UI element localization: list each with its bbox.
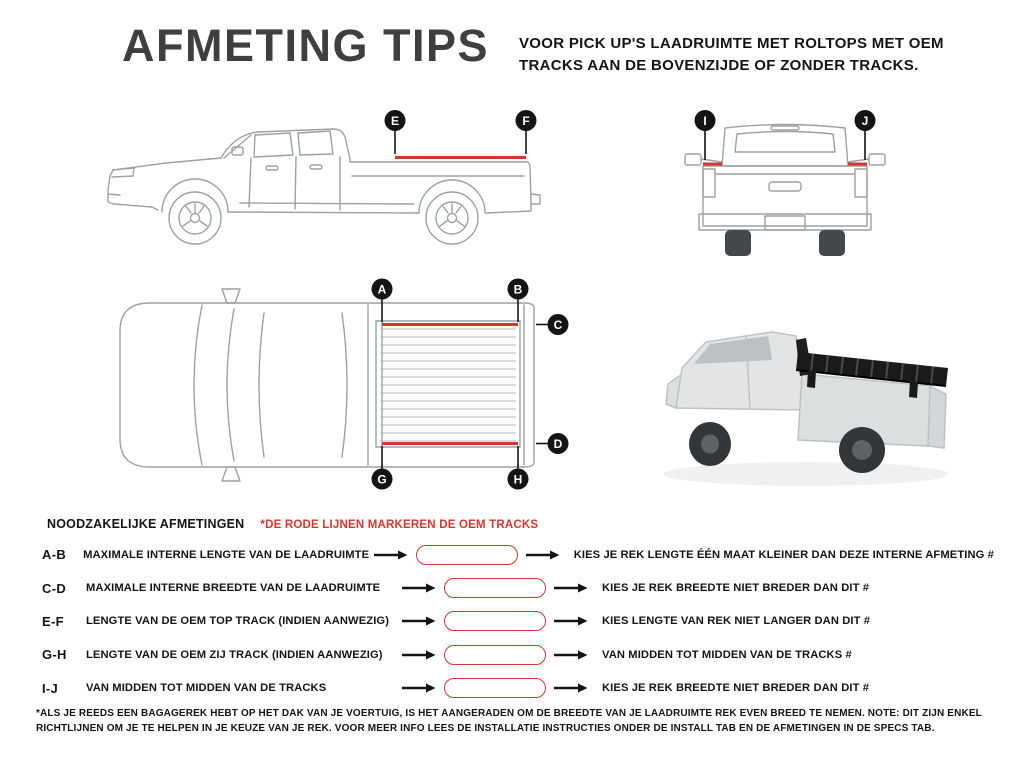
arrow-right-icon <box>402 616 436 626</box>
row-code: E-F <box>42 613 64 629</box>
marker-c: C <box>536 314 569 335</box>
measurement-input-ef[interactable] <box>444 611 546 632</box>
top-view-truck-outline <box>119 288 535 482</box>
rear-view-truck-outline <box>684 123 886 239</box>
marker-e: E <box>384 110 406 154</box>
arrow-right-icon <box>554 650 588 660</box>
arrow-right-icon <box>554 583 588 593</box>
marker-d: D <box>536 433 569 454</box>
row-code: G-H <box>42 647 67 663</box>
rear-view-wheels <box>725 230 845 256</box>
bed-rack-render <box>664 331 948 486</box>
marker-f: F <box>515 110 537 154</box>
row-result: KIES LENGTE VAN REK NIET LANGER DAN DIT … <box>602 615 871 628</box>
marker-f-label: F <box>522 114 529 128</box>
measurement-row-ef: E-F LENGTE VAN DE OEM TOP TRACK (INDIEN … <box>42 605 994 638</box>
page-title: AFMETING TIPS <box>122 20 489 71</box>
measurement-row-ab: A-B MAXIMALE INTERNE LENGTE VAN DE LAADR… <box>42 538 994 571</box>
marker-g-label: G <box>377 473 386 487</box>
marker-h: H <box>507 446 529 490</box>
marker-e-label: E <box>391 114 399 128</box>
marker-a-label: A <box>378 283 387 297</box>
row-code: A-B <box>42 547 67 563</box>
bed-rib-lines <box>380 328 516 442</box>
row-result: VAN MIDDEN TOT MIDDEN VAN DE TRACKS # <box>602 648 852 661</box>
measurement-row-ij: I-J VAN MIDDEN TOT MIDDEN VAN DE TRACKS … <box>42 672 994 705</box>
marker-a: A <box>371 278 393 322</box>
rear-view-diagram: I J <box>684 110 886 256</box>
red-lines-note: *DE RODE LIJNEN MARKEREN DE OEM TRACKS <box>260 519 539 531</box>
row-result: KIES JE REK BREEDTE NIET BREDER DAN DIT … <box>602 682 870 695</box>
measurements-header: NOODZAKELIJKE AFMETINGEN *DE RODE LIJNEN… <box>47 517 538 531</box>
page-subtitle: VOOR PICK UP'S LAADRUIMTE MET ROLTOPS ME… <box>519 33 944 77</box>
row-result: KIES JE REK BREEDTE NIET BREDER DAN DIT … <box>602 582 870 595</box>
marker-j-label: J <box>862 114 869 128</box>
row-label: VAN MIDDEN TOT MIDDEN VAN DE TRACKS <box>86 682 327 695</box>
measurement-row-cd: C-D MAXIMALE INTERNE BREEDTE VAN DE LAAD… <box>42 571 994 604</box>
measurement-input-ab[interactable] <box>415 544 518 565</box>
arrow-right-icon <box>402 650 436 660</box>
side-view-diagram: E F <box>107 110 541 245</box>
measurements-table: A-B MAXIMALE INTERNE LENGTE VAN DE LAADR… <box>42 538 994 705</box>
marker-g: G <box>371 446 393 490</box>
bed-rack <box>795 352 948 398</box>
render-wheels <box>689 422 885 473</box>
marker-b-label: B <box>514 283 523 297</box>
row-code: I-J <box>42 680 59 696</box>
render-truck-body <box>665 331 947 449</box>
row-code: C-D <box>42 580 67 596</box>
footer-note: *ALS JE REEDS EEN BAGAGEREK HEBT OP HET … <box>36 708 982 734</box>
marker-i: I <box>694 110 716 160</box>
ground-shadow <box>664 462 948 486</box>
arrow-right-icon <box>554 616 588 626</box>
arrow-right-icon <box>402 683 436 693</box>
arrow-right-icon <box>402 583 436 593</box>
side-view-truck-outline <box>107 128 541 245</box>
measurement-row-gh: G-H LENGTE VAN DE OEM ZIJ TRACK (INDIEN … <box>42 638 994 671</box>
marker-h-label: H <box>514 473 523 487</box>
row-label: LENGTE VAN DE OEM ZIJ TRACK (INDIEN AANW… <box>86 648 383 661</box>
row-label: MAXIMALE INTERNE LENGTE VAN DE LAADRUIMT… <box>83 548 370 561</box>
oem-side-track-lines <box>382 323 518 445</box>
marker-d-label: D <box>554 437 563 451</box>
arrow-right-icon <box>554 683 588 693</box>
measurement-input-gh[interactable] <box>444 644 546 665</box>
measurement-input-cd[interactable] <box>444 578 546 599</box>
marker-j: J <box>854 110 876 160</box>
subtitle-line-2: TRACKS AAN DE BOVENZIJDE OF ZONDER TRACK… <box>519 57 919 74</box>
row-label: MAXIMALE INTERNE BREEDTE VAN DE LAADRUIM… <box>86 582 381 595</box>
marker-i-label: I <box>703 114 706 128</box>
subtitle-line-1: VOOR PICK UP'S LAADRUIMTE MET ROLTOPS ME… <box>519 35 944 52</box>
measurements-heading: NOODZAKELIJKE AFMETINGEN <box>47 517 245 531</box>
marker-b: B <box>507 278 529 322</box>
measurement-input-ij[interactable] <box>444 678 546 699</box>
row-result: KIES JE REK LENGTE ÉÉN MAAT KLEINER DAN … <box>573 548 994 561</box>
arrow-right-icon <box>525 550 560 560</box>
arrow-right-icon <box>373 550 408 560</box>
top-view-diagram: A B C D G H <box>119 278 569 490</box>
marker-c-label: C <box>554 318 563 332</box>
row-label: LENGTE VAN DE OEM TOP TRACK (INDIEN AANW… <box>86 615 390 628</box>
